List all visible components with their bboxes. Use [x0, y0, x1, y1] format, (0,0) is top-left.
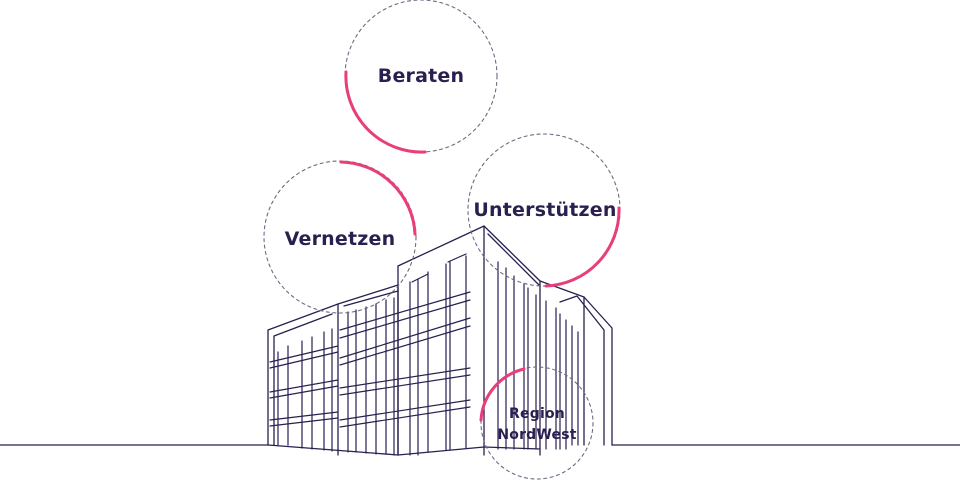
building-windows [269, 253, 579, 456]
arc-region [479, 367, 526, 422]
arc-unterstuetzen [544, 206, 621, 288]
label-region-line1: Region [509, 406, 565, 422]
label-unterstuetzen: Unterstützen [473, 199, 617, 221]
label-region-nordwest: Region NordWest [497, 404, 576, 446]
accent-arcs [339, 70, 621, 422]
label-region-line2: NordWest [497, 427, 577, 443]
arc-beraten [344, 70, 427, 154]
label-beraten: Beraten [377, 65, 465, 87]
label-vernetzen: Vernetzen [284, 228, 396, 250]
arc-vernetzen [339, 160, 417, 236]
circle-region-outline [480, 366, 594, 480]
